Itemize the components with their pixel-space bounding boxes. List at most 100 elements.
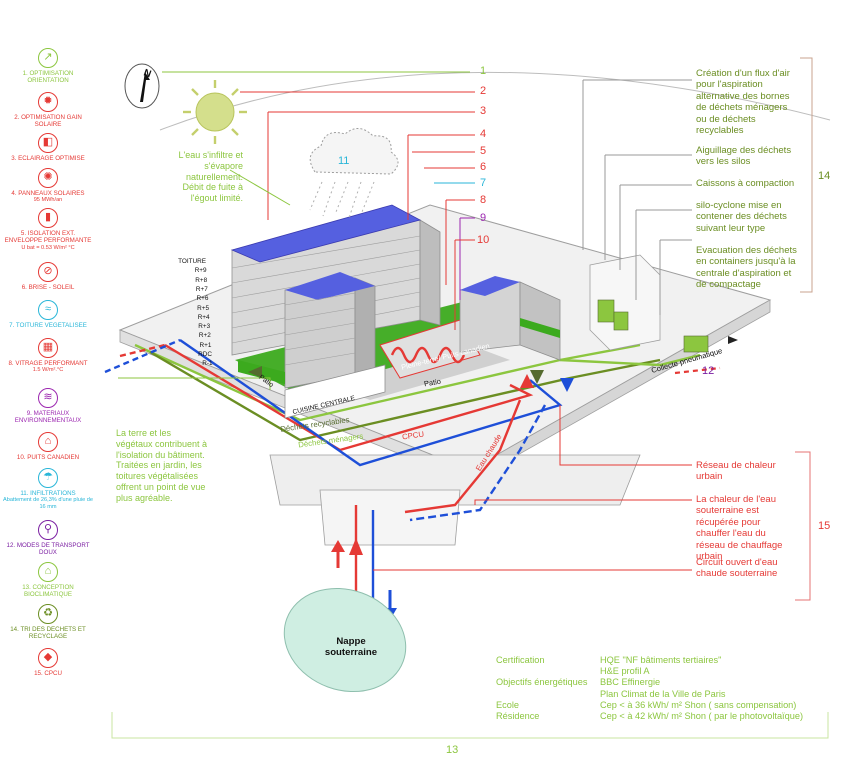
waste-note-caissons: Caissons à compaction	[696, 178, 795, 189]
rain-icon	[309, 181, 375, 219]
label-3: 3	[480, 105, 487, 117]
bicycle-icon: ⚲	[38, 520, 58, 540]
middle-tower-side	[354, 277, 376, 379]
legend-item: ≈7. TOITURE VEGETALISEE	[2, 300, 94, 329]
floor-label: R+3	[198, 323, 211, 331]
materials-icon: ≋	[38, 388, 58, 408]
label-11: 11	[338, 155, 350, 167]
legend-item: ≋ 9. MATERIAUX ENVIRONNEMENTAUX	[2, 388, 94, 425]
middle-tower-roof	[285, 272, 375, 300]
floor-label: R+1	[199, 341, 212, 349]
info-value: Plan Climat de la Ville de Paris	[600, 688, 726, 699]
blue-dash-line	[104, 338, 181, 374]
label-9: 9	[480, 212, 487, 224]
floor-label: R+2	[198, 332, 211, 340]
glazing-icon: ▦	[38, 338, 58, 358]
label-10: 10	[477, 234, 490, 246]
compass-icon: ↗	[38, 48, 58, 68]
cpcu-line	[164, 343, 534, 452]
info-value: Cep < à 36 kWh/ m² Shon ( sans compensat…	[600, 699, 797, 710]
info-key: Ecole	[496, 699, 519, 710]
floor-label: R+5	[197, 304, 209, 312]
north-arrow-icon	[140, 72, 150, 102]
legend-item: ♻14. TRI DES DECHETS ET RECYCLAGE	[2, 604, 94, 641]
floor-label: RDC	[198, 351, 212, 358]
info-value: BBC Effinergie	[600, 677, 661, 688]
label-6: 6	[480, 161, 487, 173]
bioclimatic-icon: ⌂	[38, 562, 58, 582]
waste-note-flux: Création d'un flux d'air pour l'aspirati…	[696, 68, 790, 137]
legend-sub: U bat = 0.53 W/m² °C	[21, 244, 75, 251]
cloud-icon	[309, 128, 399, 175]
puits-coil	[390, 346, 466, 364]
sun-gain-icon: ✹	[38, 92, 58, 112]
nappe-label: Nappe souterraine	[324, 636, 378, 658]
eau-chaude-blue	[409, 404, 547, 522]
label-12: 12	[702, 365, 715, 377]
puits-canadien-area	[379, 319, 481, 379]
info-value: H&E profil A	[600, 666, 650, 677]
leader-lines	[118, 71, 692, 571]
legend-label: 15. CPCU	[34, 670, 62, 677]
legend-label: 7. TOITURE VEGETALISEE	[9, 322, 87, 329]
info-value: Cep < à 42 kWh/ m² Shon ( par le photovo…	[600, 711, 803, 721]
label-1: 1	[480, 65, 487, 77]
frame-14	[800, 57, 813, 293]
label-13: 13	[446, 744, 459, 756]
arrow-down-2	[560, 378, 574, 392]
silo-1	[597, 299, 615, 323]
collecte-arrow	[728, 336, 738, 344]
floor-label: R+6	[196, 295, 209, 303]
legend-label: 4. PANNEAUX SOLAIRES	[11, 190, 85, 197]
arrow-dark-left	[248, 366, 262, 378]
north-compass	[124, 63, 160, 109]
legend-item: ▮5. ISOLATION EXT. ENVELOPPE PERFORMANTE…	[2, 208, 94, 251]
north-label: N	[142, 67, 153, 80]
red-dash-line	[119, 343, 166, 358]
waste-note-aiguillage: Aiguillage des déchets vers les silos	[696, 145, 792, 168]
info-key: Objectifs énergétiques	[496, 677, 588, 688]
collecte-dash	[674, 366, 721, 375]
arrow-down-1	[530, 370, 544, 384]
rain-text: L'eau s'infiltre et s'évapore naturellem…	[178, 150, 243, 204]
waste-note-evacuation: Evacuation des déchets en containers jus…	[696, 245, 797, 291]
cpcu-icon: ◆	[38, 648, 58, 668]
frame-13	[111, 712, 829, 739]
legend-item: ✹ 2. OPTIMISATION GAIN SOLAIRE	[2, 92, 94, 129]
floor-label: TOITURE	[178, 258, 206, 265]
up-arrow-red	[349, 538, 363, 555]
dechets-menagers-line	[149, 350, 661, 442]
legend-sub: Abattement de 26,3% d'une pluie de 16 mm	[2, 497, 93, 510]
arrow-heat-up	[520, 374, 534, 388]
green-roof-icon: ≈	[38, 300, 58, 320]
sun-rays	[183, 80, 247, 144]
info-key: Résidence	[496, 711, 540, 721]
canadian-well-icon: ⌂	[38, 432, 58, 452]
eau-chaude-red	[404, 399, 522, 514]
legend-label: 3. ECLAIRAGE OPTIMISE	[11, 155, 85, 162]
silo-2	[613, 311, 629, 331]
infiltration-icon: ☂	[38, 468, 58, 488]
legend-label: 13. CONCEPTION BIOCLIMATIQUE	[22, 584, 74, 599]
label-2: 2	[480, 85, 487, 97]
floor-label: R+4	[197, 313, 210, 321]
lighting-icon: ◧	[38, 133, 58, 153]
legend-label: 9. MATERIAUX ENVIRONNEMENTAUX	[14, 410, 82, 425]
label-5: 5	[480, 145, 487, 157]
floor-label: R+7	[195, 285, 208, 293]
legend-label: 10. PUITS CANADIEN	[16, 454, 80, 461]
horizon-arc	[159, 71, 831, 131]
dechets-recyclables-line	[134, 343, 641, 422]
legend-label: 2. OPTIMISATION GAIN SOLAIRE	[14, 114, 82, 129]
right-green-roof	[520, 318, 560, 338]
legend-item: ⌂ 13. CONCEPTION BIOCLIMATIQUE	[2, 562, 94, 599]
floor-label: R+8	[195, 276, 208, 284]
legend-label: 1. OPTIMISATION ORIENTATION	[22, 70, 74, 85]
legend-item: ⊘6. BRISE - SOLEIL	[2, 262, 94, 291]
silo-3	[683, 335, 709, 353]
label-8: 8	[480, 194, 487, 206]
middle-tower-windows	[284, 292, 356, 366]
